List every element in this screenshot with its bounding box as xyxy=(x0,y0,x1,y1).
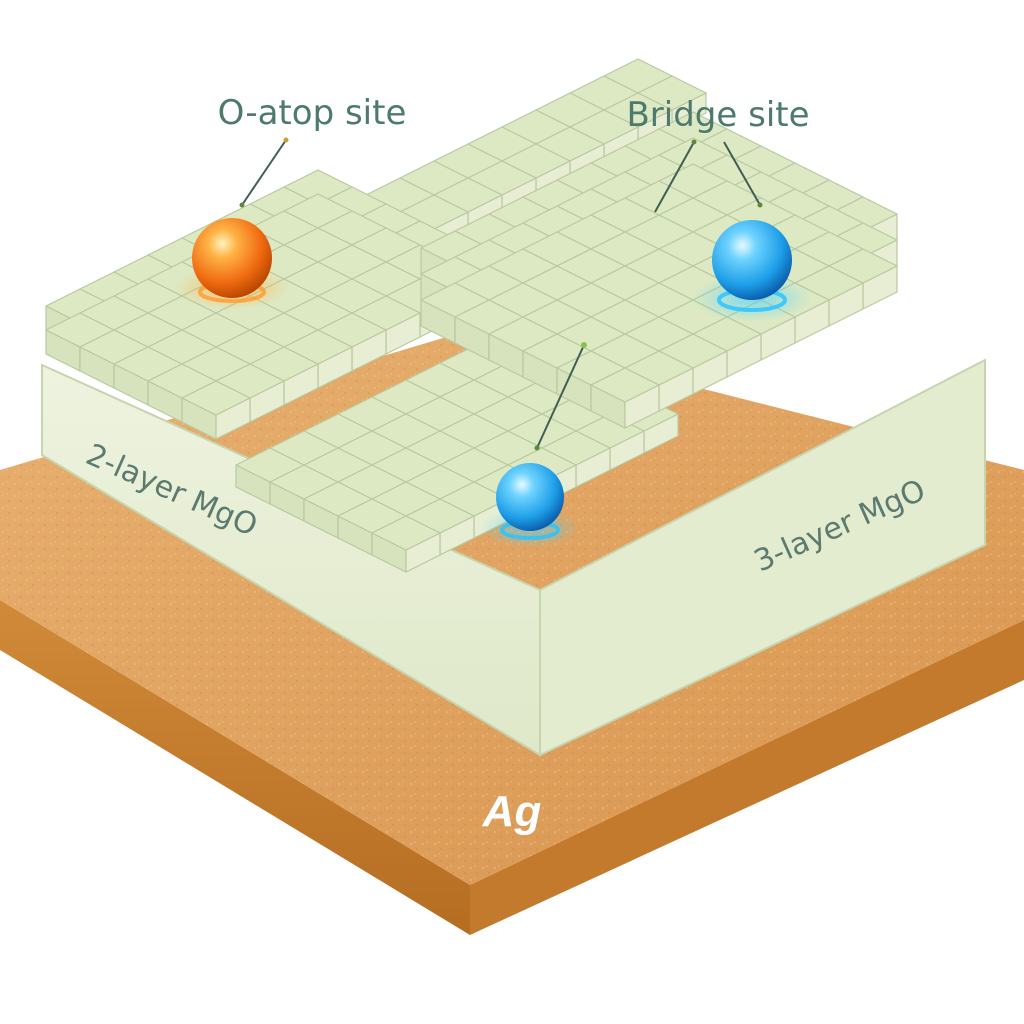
ag-slab-left-side xyxy=(0,600,470,935)
callout-leaders xyxy=(239,137,763,451)
mgo-tray xyxy=(41,358,986,757)
mgo-cube xyxy=(590,367,660,403)
bridge-leader-lower xyxy=(536,344,585,449)
ag-slab-right-side xyxy=(470,620,1024,935)
o-atop-label: O-atop site xyxy=(218,93,407,133)
bridge-leader-left xyxy=(654,141,695,213)
o-atop-leader xyxy=(241,139,287,206)
o-atop-atom xyxy=(174,218,290,310)
mgo-cube xyxy=(181,380,251,416)
back-ledge-blocks xyxy=(365,58,707,250)
bridge-leader-right xyxy=(723,141,761,206)
bridge-site-label: Bridge site xyxy=(626,95,809,135)
bridge-atom-upper xyxy=(692,220,812,322)
tray-front-right xyxy=(539,358,986,757)
ag-label: Ag xyxy=(482,787,542,836)
bridge-atom-lower xyxy=(480,463,580,548)
mgo-cube xyxy=(371,515,441,551)
